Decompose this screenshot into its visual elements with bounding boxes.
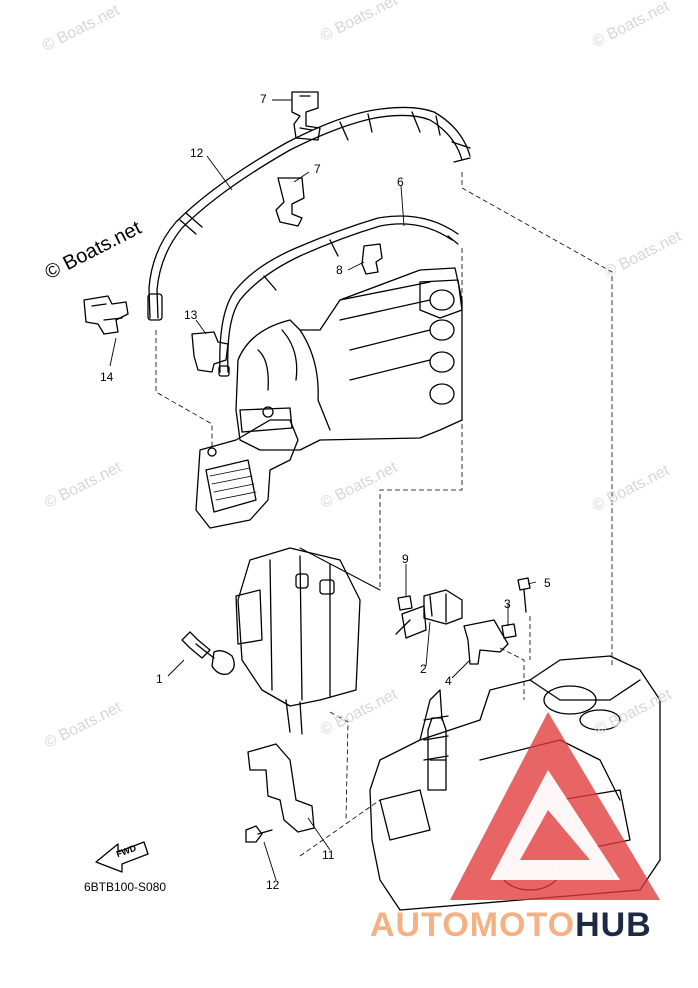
driveshaft <box>423 715 449 791</box>
callout-12: 12 <box>266 878 280 892</box>
intake-manifold <box>235 267 463 451</box>
callout-2: 2 <box>420 662 427 676</box>
throttle-body <box>195 406 299 529</box>
diagram-code: 6BTB100-S080 <box>84 880 167 894</box>
callout-5: 5 <box>544 576 551 590</box>
clip-7-top <box>291 91 321 141</box>
bolt-12 <box>245 825 273 843</box>
callout-10: 12 <box>190 146 204 160</box>
callout-13: 13 <box>184 308 198 322</box>
bracket-11 <box>247 743 315 833</box>
hose-10 <box>147 106 471 321</box>
brand-logo-icon <box>450 712 660 900</box>
fuel-pump-module <box>235 547 381 735</box>
brand-wordmark: AUTOMOTOHUB <box>370 906 652 945</box>
clip-13 <box>191 331 229 373</box>
bracket-4 <box>463 619 509 665</box>
callout-11: 11 <box>322 848 335 862</box>
clip-7-mid <box>275 177 305 227</box>
brand-part-2: HUB <box>575 906 652 944</box>
valve-2 <box>395 589 463 639</box>
clamp-9 <box>397 595 413 611</box>
brand-part-1: AUTOMOTO <box>370 906 576 944</box>
callout-6: 6 <box>397 175 404 189</box>
callout-7: 7 <box>314 162 321 176</box>
callout-14: 14 <box>100 370 114 384</box>
callout-9: 9 <box>402 552 409 566</box>
callout-3: 3 <box>504 597 511 611</box>
callout-1: 1 <box>156 672 163 686</box>
fwd-arrow-icon <box>95 841 149 873</box>
bolt-1 <box>181 631 235 675</box>
bolt-5 <box>517 577 531 613</box>
hose-6 <box>218 215 459 377</box>
clip-14 <box>83 295 129 335</box>
callout-8: 8 <box>336 263 343 277</box>
clip-8 <box>361 243 383 275</box>
callout-7: 7 <box>260 92 267 106</box>
nut-3 <box>501 623 517 639</box>
callout-4: 4 <box>445 674 452 688</box>
